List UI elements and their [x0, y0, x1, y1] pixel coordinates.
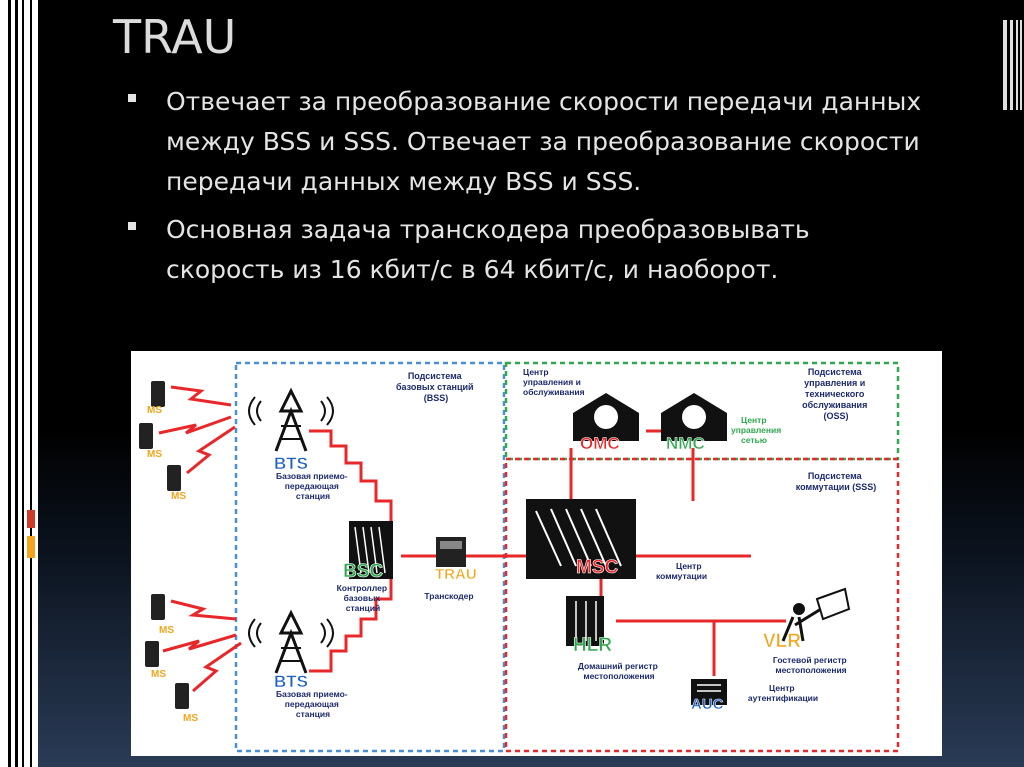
- gsm-architecture-diagram: MS MS MS MS MS MS: [131, 351, 942, 756]
- ms-label: MS: [171, 491, 186, 502]
- bts-desc-line: передающая: [285, 481, 339, 491]
- nmc-label: NMC: [666, 434, 705, 453]
- trau-desc: Транскодер: [424, 591, 473, 601]
- bts-desc-line: станция: [296, 491, 330, 501]
- omc-label: OMC: [580, 434, 620, 453]
- ms-label: MS: [159, 625, 174, 636]
- bts-desc-line: Базовая приемо-: [276, 471, 348, 481]
- trau-node: TRAU Транскодер: [424, 537, 477, 601]
- svg-text:Домашний регистр мес: Домашний регистр местоположения: [578, 661, 660, 681]
- svg-text:Базовая приемо- пере: Базовая приемо- передающая станция: [276, 471, 350, 501]
- bullet-item: Основная задача транскодера преобразовыв…: [128, 210, 928, 290]
- ms-label: MS: [147, 449, 162, 460]
- svg-text:Контроллер базовых: Контроллер базовых станций: [337, 583, 390, 613]
- svg-text:Базовая приемо- пере: Базовая приемо- передающая станция: [276, 689, 350, 719]
- bullet-square-icon: [128, 94, 136, 102]
- omc-desc: Центр управления и обслуживания: [523, 367, 585, 397]
- sss-title: Подсистема коммутации (SSS): [796, 471, 877, 492]
- trau-label: TRAU: [435, 566, 477, 583]
- bullet-square-icon: [128, 222, 136, 230]
- msc-desc: Центр коммутации: [656, 561, 707, 581]
- nmc-desc: Центр управления сетью: [731, 415, 784, 445]
- ms-label: MS: [147, 405, 162, 416]
- hlr-node: HLR Домашний регистр местоположения: [566, 596, 660, 681]
- bts-label: BTS: [274, 454, 308, 473]
- omc-node: OMC: [573, 393, 639, 453]
- right-decoration: [1000, 20, 1024, 110]
- msc-node: MSC: [526, 499, 636, 579]
- msc-label: MSC: [576, 557, 619, 578]
- vlr-label: VLR: [763, 631, 801, 652]
- ms-group-bottom: MS MS MS: [145, 594, 242, 724]
- bullet-text: Основная задача транскодера преобразовыв…: [166, 215, 810, 284]
- auc-node: AUC Центр аутентификации: [691, 679, 818, 713]
- bullet-text: Отвечает за преобразование скорости пере…: [166, 87, 922, 196]
- bts-tower-top: BTS Базовая приемо- передающая станция: [248, 387, 350, 501]
- auc-label: AUC: [691, 696, 724, 713]
- ms-group-top: MS MS MS: [139, 381, 236, 502]
- bullet-list: Отвечает за преобразование скорости пере…: [128, 82, 928, 298]
- network-links: [309, 429, 786, 676]
- diagram-svg: MS MS MS MS MS MS: [139, 361, 900, 753]
- left-decoration-bar: [0, 0, 38, 767]
- bullet-item: Отвечает за преобразование скорости пере…: [128, 82, 928, 202]
- svg-text:Гостевой регистр мес: Гостевой регистр местоположения: [773, 655, 849, 675]
- svg-text:Центр аутентификации: Центр аутентификации: [748, 683, 818, 703]
- slide-title: TRAU: [113, 10, 237, 64]
- hlr-label: HLR: [573, 635, 612, 656]
- bsc-node: BSC Контроллер базовых станций: [337, 521, 393, 613]
- bts-desc-line: Базовая приемо-: [276, 689, 348, 699]
- bts-label: BTS: [274, 672, 308, 691]
- bss-title: Подсистема базовых станций (BSS): [396, 371, 476, 403]
- oss-boundary: [504, 361, 900, 461]
- bts-desc-line: станция: [296, 709, 330, 719]
- accent-orange-block: [27, 536, 35, 558]
- oss-title: Подсистема управления и технического обс…: [802, 367, 870, 421]
- nmc-node: NMC: [661, 393, 727, 453]
- bts-tower-bottom: BTS Базовая приемо- передающая станция: [248, 609, 350, 719]
- vlr-node: VLR Гостевой регистр местоположения: [763, 587, 851, 675]
- accent-red-block: [27, 510, 35, 528]
- bts-desc-line: передающая: [285, 699, 339, 709]
- bsc-label: BSC: [343, 561, 383, 582]
- ms-label: MS: [151, 669, 166, 680]
- ms-label: MS: [183, 713, 198, 724]
